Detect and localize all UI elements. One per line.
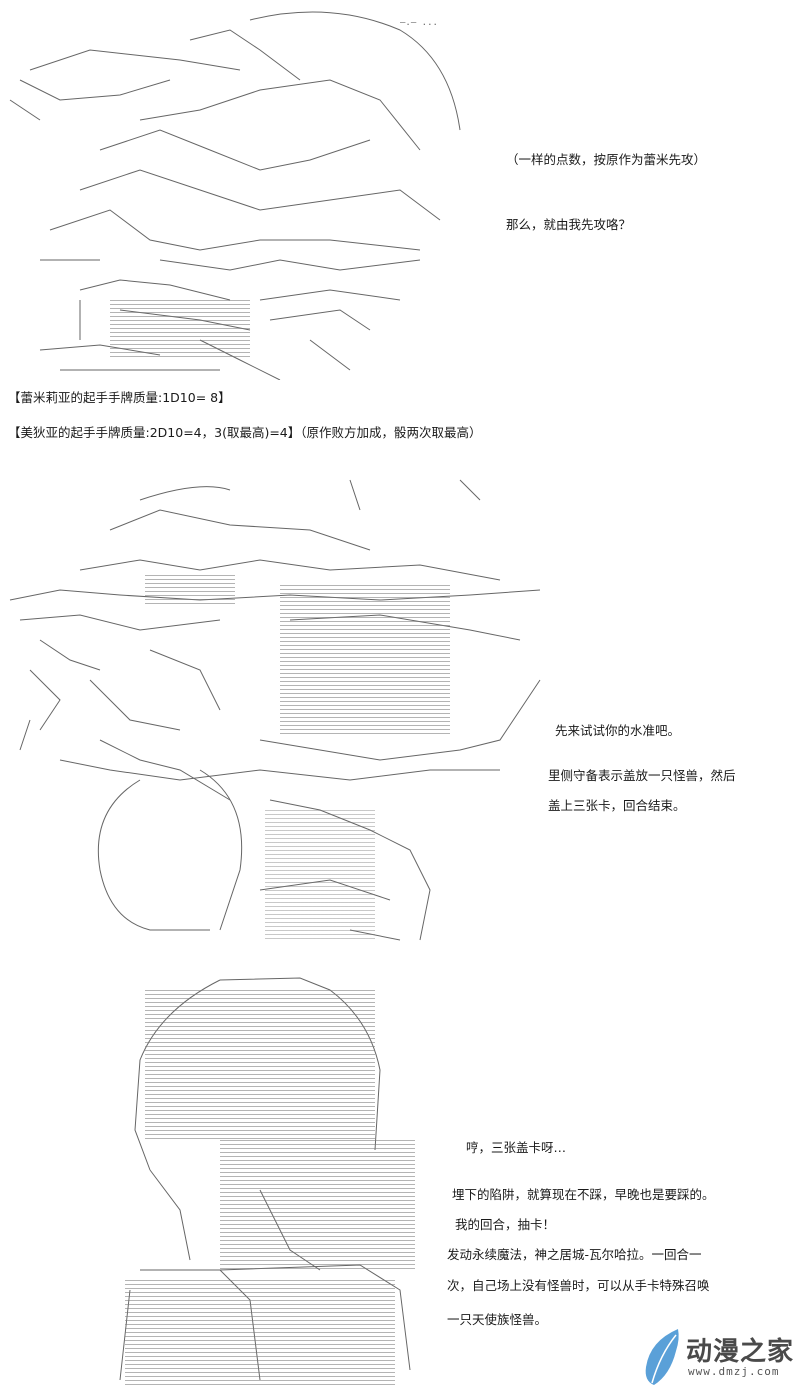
panel1-dialogue: 那么，就由我先攻咯？ <box>506 217 632 232</box>
ascii-art-panel-1: —.— ... <box>9 11 461 380</box>
panel3-line-4: 发动永续魔法，神之居城-瓦尔哈拉。一回合一 <box>447 1247 702 1262</box>
panel1-note: （一样的点数，按原作为蕾米先攻） <box>506 152 707 167</box>
panel2-line-1: 先来试试你的水准吧。 <box>555 723 681 738</box>
roll-remilia: 【蕾米莉亚的起手手牌质量:1D10= 8】 <box>8 390 231 405</box>
ascii-art-shading <box>145 990 375 1140</box>
panel3-line-1: 哼，三张盖卡呀… <box>466 1140 567 1155</box>
svg-text:—.— ...: —.— ... <box>400 18 438 28</box>
ascii-art-shading <box>110 300 250 360</box>
ascii-art-shading <box>280 585 450 735</box>
watermark-logo: 动漫之家 www.dmzj.com <box>640 1325 800 1389</box>
panel2-line-3: 盖上三张卡，回合结束。 <box>548 798 686 813</box>
panel3-line-6: 一只天使族怪兽。 <box>447 1312 548 1327</box>
panel2-line-2: 里侧守备表示盖放一只怪兽，然后 <box>548 768 736 783</box>
ascii-art-shading <box>220 1140 415 1270</box>
ascii-art-panel-2 <box>9 479 541 941</box>
ascii-art-shading <box>125 1280 395 1385</box>
roll-medea: 【美狄亚的起手手牌质量:2D10=4，3(取最高)=4】（原作败方加成，骰两次取… <box>8 425 482 440</box>
feather-icon <box>645 1329 679 1385</box>
ascii-art-shading <box>265 810 375 940</box>
panel3-line-3: 我的回合，抽卡！ <box>455 1217 556 1232</box>
watermark-url: www.dmzj.com <box>688 1365 780 1378</box>
panel3-line-2: 埋下的陷阱，就算现在不踩，早晚也是要踩的。 <box>452 1187 715 1202</box>
panel3-line-5: 次，自己场上没有怪兽时，可以从手卡特殊召唤 <box>447 1278 710 1293</box>
watermark-name: 动漫之家 <box>686 1337 795 1367</box>
ascii-art-shading <box>145 575 235 605</box>
